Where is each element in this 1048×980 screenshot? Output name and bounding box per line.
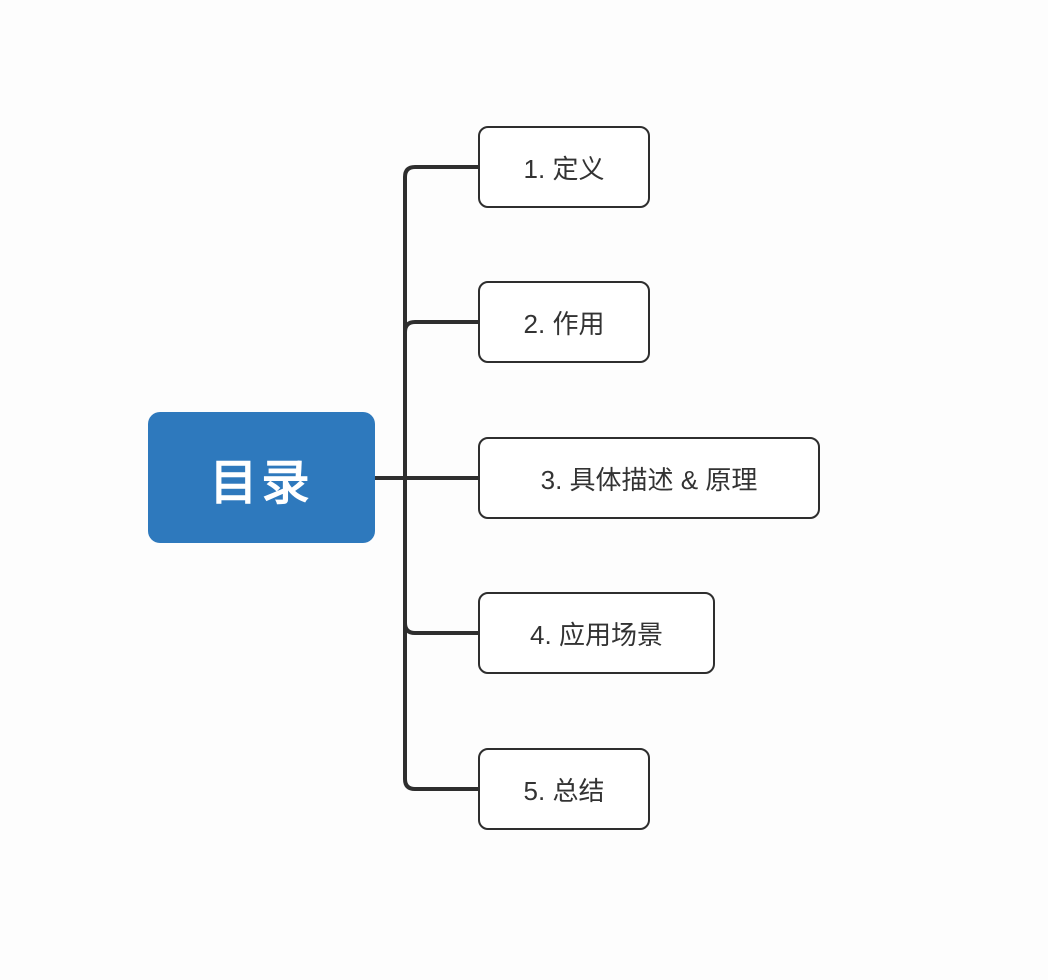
connector-trunk-to-node-4 [403, 476, 480, 635]
child-node-description-principle[interactable]: 3. 具体描述 & 原理 [478, 437, 820, 519]
child-node-label: 5. 总结 [523, 775, 605, 806]
child-node-label: 1. 定义 [523, 153, 605, 184]
child-node-label: 2. 作用 [523, 308, 605, 339]
child-node-function[interactable]: 2. 作用 [478, 281, 650, 363]
child-node-definition[interactable]: 1. 定义 [478, 126, 650, 208]
child-node-summary[interactable]: 5. 总结 [478, 748, 650, 830]
root-node-label: 目录 [209, 456, 314, 510]
child-node-label: 4. 应用场景 [530, 619, 663, 650]
root-node[interactable]: 目录 [148, 412, 375, 543]
connector-trunk-to-node-2 [403, 320, 480, 480]
connector-trunk-to-node-1 [403, 165, 480, 480]
child-node-label: 3. 具体描述 & 原理 [540, 464, 758, 495]
child-node-application-scenarios[interactable]: 4. 应用场景 [478, 592, 715, 674]
connector-trunk-to-node-5 [403, 476, 480, 791]
